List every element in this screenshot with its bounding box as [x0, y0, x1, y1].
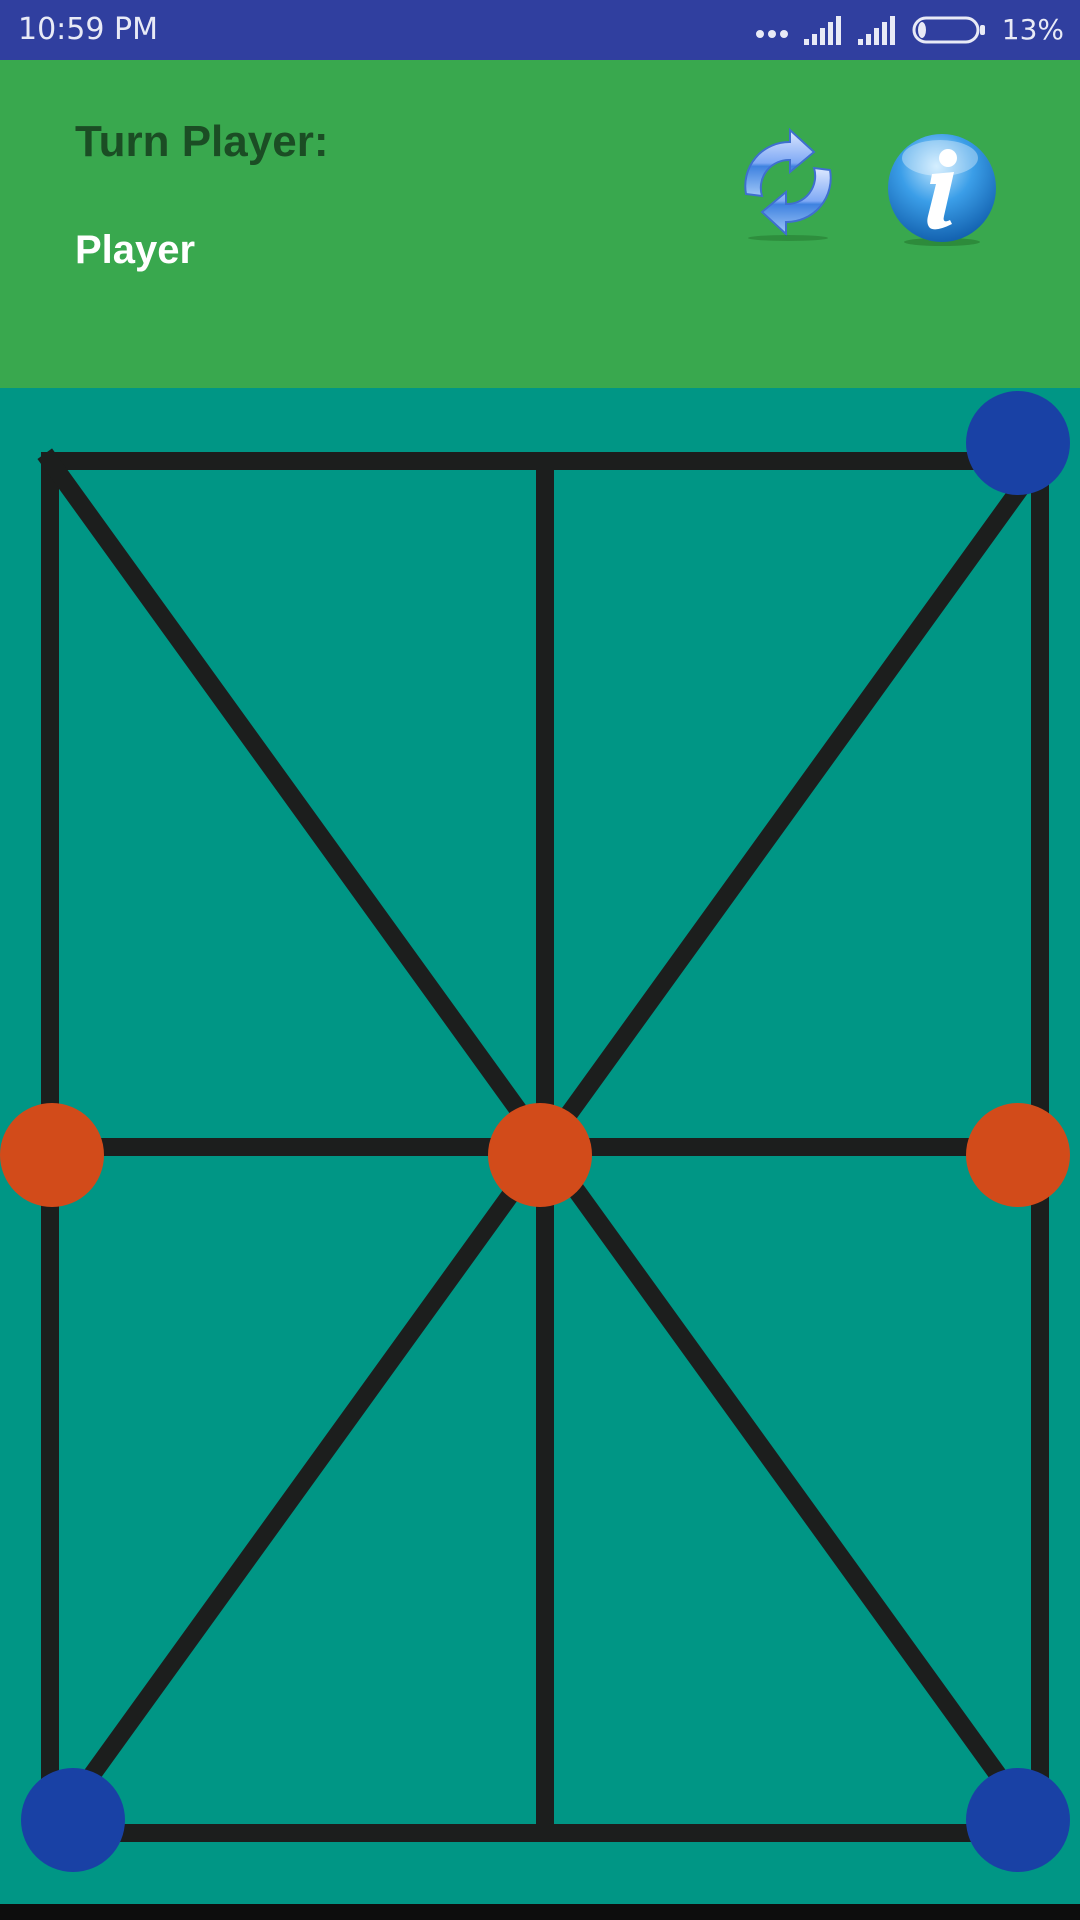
blue-piece[interactable] — [966, 391, 1070, 495]
info-icon — [888, 134, 996, 246]
board-node-empty[interactable] — [493, 1781, 597, 1885]
status-icons: 13% — [754, 10, 1064, 50]
game-board — [0, 388, 1080, 1904]
battery-icon — [912, 16, 985, 44]
info-button[interactable] — [882, 128, 1002, 248]
refresh-button[interactable] — [728, 122, 848, 242]
refresh-icon — [744, 127, 832, 241]
turn-player-value: Player — [75, 228, 196, 272]
signal-icon — [803, 16, 841, 45]
orange-piece[interactable] — [966, 1103, 1070, 1207]
signal-icon — [857, 16, 895, 45]
orange-piece[interactable] — [0, 1103, 104, 1207]
board-pieces — [0, 391, 1070, 1885]
board-node-empty[interactable] — [493, 409, 597, 513]
turn-player-label: Turn Player: — [75, 117, 329, 166]
nav-bar-edge — [0, 1904, 1080, 1920]
more-dots-icon — [755, 30, 788, 38]
status-time: 10:59 PM — [18, 12, 158, 47]
blue-piece[interactable] — [966, 1768, 1070, 1872]
board-node-empty[interactable] — [0, 409, 102, 513]
blue-piece[interactable] — [21, 1768, 125, 1872]
battery-percent: 13% — [1001, 13, 1064, 46]
turn-header: Turn Player: Player — [0, 60, 1080, 388]
status-bar: 10:59 PM — [0, 0, 1080, 60]
board-canvas — [0, 391, 1070, 1885]
orange-piece[interactable] — [488, 1103, 592, 1207]
